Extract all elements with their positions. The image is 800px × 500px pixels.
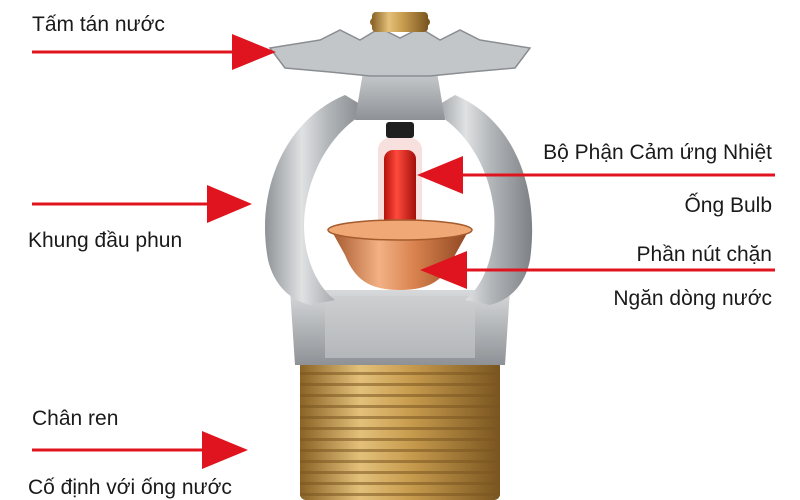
label-thread-line1: Chân ren [32,407,119,430]
thread-ridge [300,383,500,386]
thread-ridge [300,460,500,463]
thread-ridge [300,471,500,474]
thread-ridge [300,493,500,496]
deflector-screw [372,12,428,32]
thread-ridge [300,438,500,441]
label-thread-line2: Cố định với ống nước [28,476,232,499]
thread-ridges [300,372,500,496]
thread-ridge [300,416,500,419]
thread-ridge [300,449,500,452]
thread-ridge [300,394,500,397]
bulb-liquid [384,150,416,238]
thread-ridge [300,427,500,430]
thread-ridge [300,372,500,375]
hex-body-face [325,296,475,358]
label-cap-line2: Ngăn dòng nước [613,287,772,310]
copper-cap-rim [327,219,473,241]
label-frame: Khung đầu phun [28,229,183,252]
label-cap-line1: Phần nút chặn [636,243,772,266]
arrow-sensor [417,156,775,194]
frame-left-arm [265,95,370,305]
arrow-cap [420,251,775,289]
label-sensor-line1: Bộ Phận Cảm ứng Nhiệt [543,141,772,164]
frame-right-arm [430,95,533,305]
thread-ridge [300,482,500,485]
thread-base [300,360,500,500]
arrow-thread [32,431,248,469]
arrow-frame [32,185,252,223]
label-sensor-line2: Ống Bulb [684,194,772,217]
arrow-deflector [32,34,276,70]
thread-ridge [300,405,500,408]
label-deflector: Tấm tán nước [32,13,165,36]
bulb-top-cap [386,122,414,138]
deflector-plate [268,27,532,77]
